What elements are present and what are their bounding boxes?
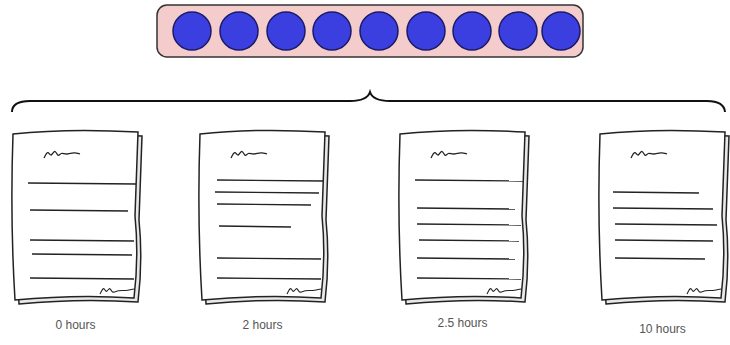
text-line: [417, 208, 515, 209]
text-line: [613, 192, 699, 193]
text-line: [417, 224, 521, 225]
text-line: [417, 278, 521, 279]
text-line: [215, 192, 319, 193]
token-circle: [267, 12, 305, 50]
document-node: 2 hours: [195, 128, 330, 343]
token-row: [173, 12, 580, 50]
time-label: 2.5 hours: [395, 316, 530, 330]
signature-scribble: [687, 289, 721, 294]
text-line: [217, 258, 321, 259]
text-line: [417, 258, 515, 259]
paper-sheet: [12, 130, 138, 300]
header-scribble: [44, 151, 80, 158]
token-circle: [542, 12, 580, 50]
text-line: [219, 226, 291, 227]
text-line: [28, 183, 136, 184]
curly-brace: [12, 92, 725, 112]
token-circle: [407, 12, 445, 50]
signature-scribble: [487, 289, 521, 294]
paper-sheet: [399, 130, 525, 300]
header-scribble: [631, 151, 667, 158]
time-label: 0 hours: [8, 318, 143, 332]
text-line: [615, 224, 717, 225]
document-node: 0 hours: [8, 128, 143, 343]
document-icon: [8, 128, 149, 312]
text-line: [217, 278, 321, 279]
document-node: 10 hours: [595, 128, 730, 343]
time-label: 2 hours: [195, 318, 330, 332]
signature-scribble: [100, 289, 134, 294]
text-line: [419, 240, 519, 241]
document-icon: [195, 128, 336, 312]
token-circle: [453, 12, 491, 50]
text-line: [30, 210, 128, 211]
text-line: [30, 240, 134, 241]
token-circle: [220, 12, 258, 50]
text-line: [615, 240, 713, 241]
token-circle: [360, 12, 398, 50]
document-node: 2.5 hours: [395, 128, 530, 343]
text-line: [32, 254, 132, 255]
text-line: [30, 278, 134, 279]
header-scribble: [231, 151, 267, 158]
header-scribble: [431, 151, 467, 158]
paper-sheet: [199, 130, 325, 300]
paper-sheet: [599, 130, 725, 300]
signature-scribble: [287, 289, 321, 294]
token-circle: [499, 12, 537, 50]
time-label: 10 hours: [595, 322, 730, 336]
text-line: [217, 204, 311, 205]
text-line: [415, 180, 523, 181]
text-line: [615, 258, 705, 259]
token-circle: [173, 12, 211, 50]
text-line: [217, 180, 323, 181]
sequence-bar: [157, 5, 583, 57]
document-icon: [395, 128, 536, 312]
document-icon: [595, 128, 730, 312]
text-line: [613, 208, 713, 209]
token-circle: [313, 12, 351, 50]
